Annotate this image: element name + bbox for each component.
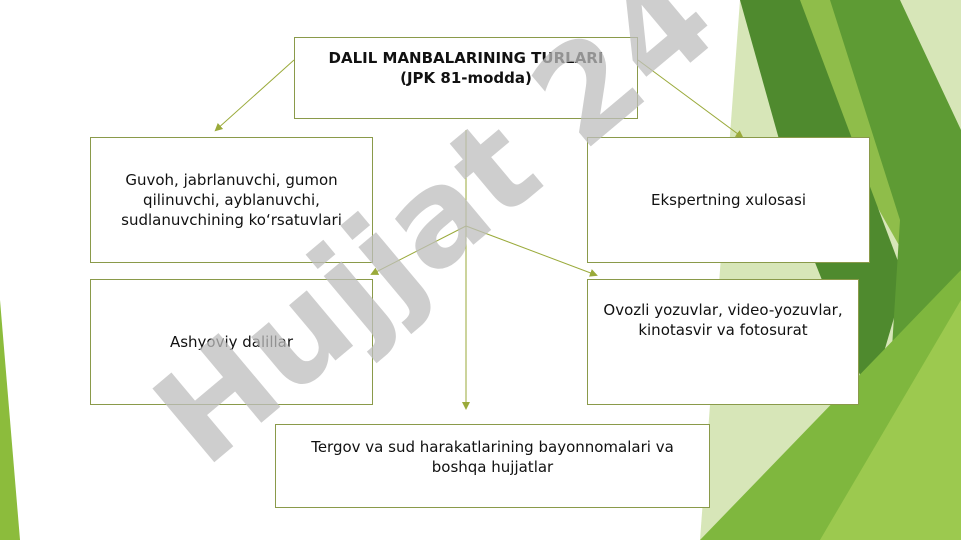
expert-conclusion-box: Ekspertning xulosasi — [587, 137, 870, 263]
arrow-center-to-physical — [370, 225, 467, 275]
audio-video-box: Ovozli yozuvlar, video-yozuvlar, kinotas… — [587, 279, 859, 405]
audio-video-label: Ovozli yozuvlar, video-yozuvlar, kinotas… — [603, 301, 843, 339]
title-line-1: DALIL MANBALARINING TURLARI — [328, 49, 604, 67]
title-line-2: (JPK 81-modda) — [400, 69, 532, 87]
right-green-shape-bright — [820, 300, 961, 540]
physical-evidence-label: Ashyoviy dalillar — [169, 333, 294, 351]
arrow-title-to-expert — [637, 59, 744, 139]
protocols-documents-label: Tergov va sud harakatlarining bayonnomal… — [311, 438, 674, 476]
arrow-title-to-witness — [214, 59, 295, 132]
expert-conclusion-label: Ekspertning xulosasi — [651, 191, 806, 209]
left-green-triangle — [0, 300, 20, 540]
protocols-documents-box: Tergov va sud harakatlarining bayonnomal… — [275, 424, 710, 508]
physical-evidence-box: Ashyoviy dalillar — [90, 279, 373, 405]
arrow-center-to-audio — [465, 225, 598, 277]
title-box: DALIL MANBALARINING TURLARI (JPK 81-modd… — [294, 37, 638, 119]
right-green-shape-deep — [830, 0, 961, 380]
witness-testimony-box: Guvoh, jabrlanuvchi, gumon qilinuvchi, a… — [90, 137, 373, 263]
witness-testimony-label: Guvoh, jabrlanuvchi, gumon qilinuvchi, a… — [121, 171, 342, 229]
